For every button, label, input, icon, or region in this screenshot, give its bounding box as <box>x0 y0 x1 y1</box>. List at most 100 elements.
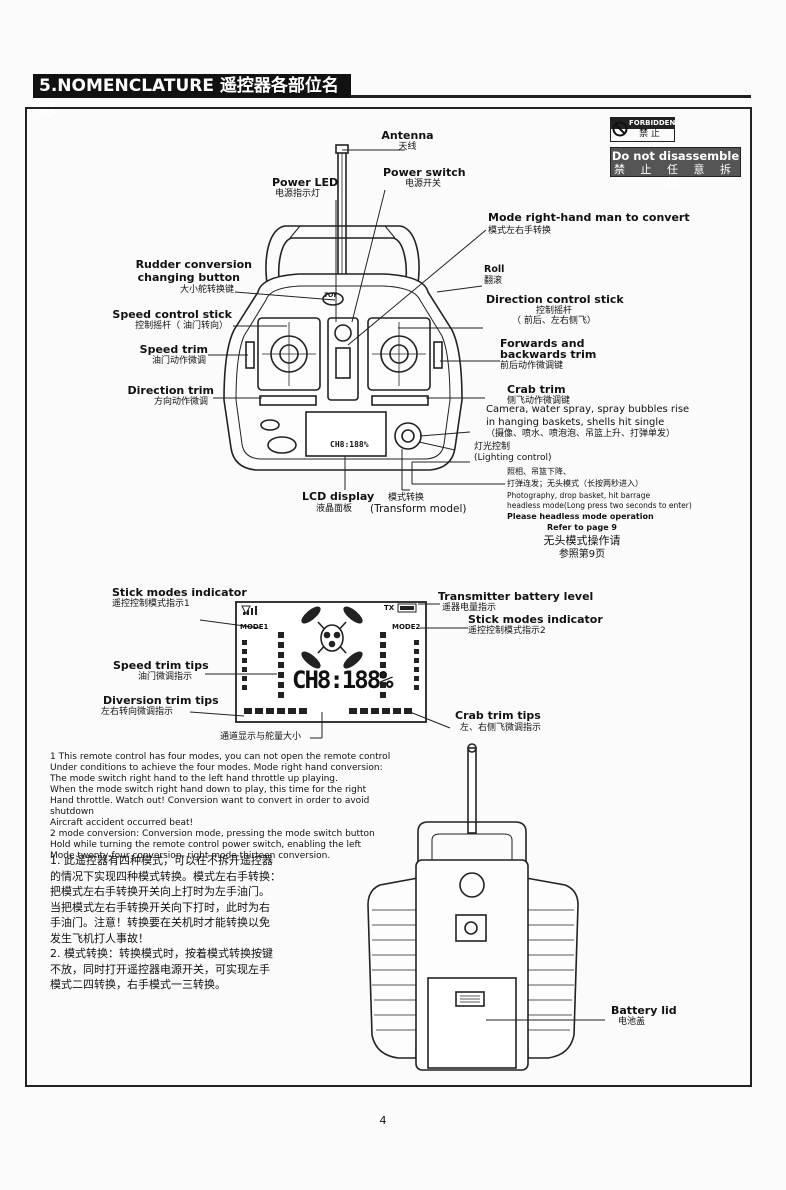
antenna-label: Antenna <box>381 129 434 142</box>
leader-lines-lcd <box>189 603 468 739</box>
forwards-trim-zh: 前后动作微调键 <box>500 361 564 371</box>
photo-zh-2: 打弹连发；无头模式（长按两秒进入） <box>507 479 643 488</box>
rudder-label-2: changing button <box>137 271 240 284</box>
note-en-line: 1 This remote control has four modes, yo… <box>50 752 391 762</box>
refer-page-label: Refer to page 9 <box>547 523 617 532</box>
header-rule <box>351 74 751 98</box>
light-zh: 灯光控制 <box>474 442 511 452</box>
lcd-enlarged <box>235 601 427 723</box>
forbidden-label: FORBIDDEN <box>611 118 675 129</box>
camera-label-2: in hanging baskets, shells hit single <box>486 417 665 428</box>
direction-trim-label: Direction trim <box>127 384 214 397</box>
quadcopter-icon <box>301 606 363 669</box>
note-en-line: Under conditions to achieve the four mod… <box>50 763 383 773</box>
note-zh-line: 模式二四转换，右手模式一三转换。 <box>50 978 226 991</box>
note-zh-line: 2. 模式转换：转换模式时，按着模式转换按键 <box>50 947 273 960</box>
note-zh-line: 不放，同时打开遥控器电源开关，可实现左手 <box>50 962 270 976</box>
forbidden-badge: FORBIDDEN 禁 止 <box>610 117 675 142</box>
lcd-tx: TX <box>384 604 395 612</box>
prohibition-icon <box>612 121 628 137</box>
note-zh-line: 1. 此遥控器有四种模式，可以在不拆开遥控器 <box>50 854 273 867</box>
note-zh-line: 发生飞机打人事故！ <box>50 931 149 945</box>
content-frame <box>25 107 752 1087</box>
forwards-trim-label-2: backwards trim <box>500 348 597 361</box>
lcd-display-label: LCD display <box>302 490 375 503</box>
controller-back-illustration <box>367 743 605 1071</box>
battery-lid-label: Battery lid <box>611 1004 677 1017</box>
speed-stick-label: Speed control stick <box>112 308 232 321</box>
photo-label-2: headless mode(Long press two seconds to … <box>507 501 692 510</box>
camera-label-1: Camera, water spray, spray bubbles rise <box>486 404 690 415</box>
transform-label: (Transform model) <box>370 503 467 515</box>
controller-brand: TOY <box>324 292 338 299</box>
antenna-zh: 天线 <box>398 142 417 152</box>
controller-channel-readout: CH8:188% <box>330 440 369 449</box>
diversion-trim-zh: 左右转向微调指示 <box>101 707 174 717</box>
power-led-zh: 电源指示灯 <box>275 189 321 199</box>
transform-zh: 模式转换 <box>388 493 425 503</box>
crab-trim-zh: 侧飞动作微调键 <box>507 396 571 406</box>
stick-modes-1-zh: 遥控控制模式指示1 <box>112 599 190 609</box>
stick-modes-1-label: Stick modes indicator <box>112 586 247 599</box>
forbidden-zh: 禁 止 <box>639 129 660 139</box>
lcd-mode1: MODE1 <box>240 623 269 631</box>
note-en-line: Mode twenty-four conversion, right mode … <box>50 851 331 861</box>
do-not-disassemble-box: Do not disassemble 禁 止 任 意 拆 解 <box>610 147 741 189</box>
roll-zh: 翻滚 <box>484 276 503 286</box>
crab-trim-tips-label: Crab trim tips <box>455 709 541 722</box>
note-en-line: Hand throttle. Watch out! Conversion wan… <box>50 796 370 817</box>
speed-trim-tips-zh: 油门微调指示 <box>138 672 193 682</box>
photo-zh-1: 照相、吊篮下降、 <box>507 467 571 476</box>
battery-level-label: Transmitter battery level <box>438 590 594 603</box>
note-zh-line: 手油门。注意！转换要在关机时才能转换以免 <box>50 916 270 929</box>
note-en-line: Aircraft accident occurred beat! <box>50 818 194 828</box>
mode-right-zh: 模式左右手转换 <box>488 226 552 236</box>
headless-label: Please headless mode operation <box>507 512 654 521</box>
direction-trim-zh: 方向动作微调 <box>153 397 208 407</box>
speed-trim-zh: 油门动作微调 <box>151 356 206 366</box>
headless-zh: 无头模式操作请 <box>543 534 621 547</box>
photo-label-1: Photography, drop basket, hit barrage <box>507 491 651 500</box>
direction-stick-zh-1: 控制摇杆 <box>536 306 573 316</box>
camera-zh: （摄像、喷水、喷泡泡、吊篮上升、打弹单发） <box>486 429 676 439</box>
lcd-display-zh: 液晶面板 <box>316 504 353 514</box>
roll-label: Roll <box>484 264 505 275</box>
do-not-disassemble-en: Do not disassemble <box>611 149 740 163</box>
leader-lines-top <box>208 149 505 491</box>
speed-stick-zh: 控制摇杆（ 油门转向） <box>135 321 228 331</box>
light-label: (Lighting control) <box>474 453 552 463</box>
battery-lid-zh: 电池盖 <box>618 1017 646 1027</box>
rudder-zh: 大小舵转换键 <box>179 285 234 295</box>
note-en-line: Hold while turning the remote control po… <box>50 840 362 850</box>
page-number: 4 <box>379 1114 387 1127</box>
crab-trim-label: Crab trim <box>507 383 566 396</box>
rudder-label-1: Rudder conversion <box>135 258 252 271</box>
note-en-line: 2 mode conversion: Conversion mode, pres… <box>50 829 375 839</box>
direction-stick-label: Direction control stick <box>486 293 624 306</box>
diversion-trim-label: Diversion trim tips <box>103 694 219 707</box>
battery-level-zh: 遥器电量指示 <box>442 603 497 613</box>
notes-en: 1 This remote control has four modes, yo… <box>50 752 410 862</box>
note-zh-line: 当把模式左右手转换开关向下打时，此时为右 <box>50 900 270 914</box>
forwards-trim-label-1: Forwards and <box>500 337 585 350</box>
speed-trim-tips-label: Speed trim tips <box>113 659 209 672</box>
mode-right-label: Mode right-hand man to convert <box>488 211 690 224</box>
channel-display-zh: 通道显示与舵量大小 <box>220 732 302 742</box>
section-title: 5.NOMENCLATURE 遥控器各部位名称 <box>33 74 351 120</box>
note-zh-line: 把模式左右手转换开关向上打时为左手油门。 <box>50 885 270 898</box>
controller-illustration <box>223 144 463 471</box>
refer-page-zh: 参照第9页 <box>558 549 606 560</box>
note-en-line: The mode switch right hand to the left h… <box>50 774 338 784</box>
power-switch-label: Power switch <box>383 166 466 179</box>
stick-modes-2-zh: 遥控控制模式指示2 <box>468 626 546 636</box>
notes-zh: 1. 此遥控器有四种模式，可以在不拆开遥控器 的情况下实现四种模式转换。模式左右… <box>50 853 370 993</box>
signal-icon <box>243 606 257 615</box>
crab-trim-tips-zh: 左、右侧飞微调指示 <box>460 723 542 733</box>
stick-modes-2-label: Stick modes indicator <box>468 613 603 626</box>
lcd-channel-readout: CH8:188% <box>292 666 394 694</box>
do-not-disassemble-zh: 禁 止 任 意 拆 解 <box>614 163 737 189</box>
note-zh-line: 的情况下实现四种模式转换。模式左右手转换： <box>50 869 281 883</box>
power-switch-zh: 电源开关 <box>405 179 442 189</box>
direction-stick-zh-2: （ 前后、左右侧飞） <box>512 316 596 326</box>
note-en-line: When the mode switch right hand down to … <box>50 785 367 795</box>
